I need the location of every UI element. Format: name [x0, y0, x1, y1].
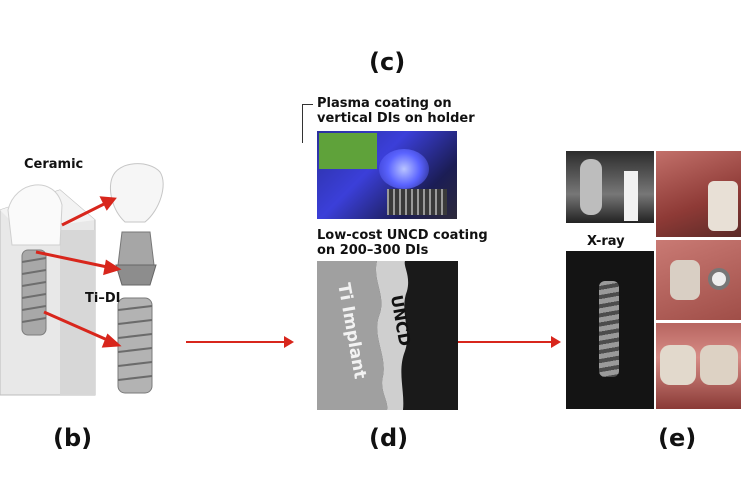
panel-b — [0, 150, 175, 410]
plasma-glow — [379, 149, 429, 189]
xray-implant — [624, 171, 638, 221]
clinical-photo-1 — [656, 151, 741, 237]
implant-photo — [566, 251, 654, 409]
arrow-b-to-d — [186, 336, 294, 348]
panel-label-c: (c) — [369, 48, 406, 76]
panel-label-d: (d) — [369, 424, 409, 452]
caption-bracket — [302, 104, 313, 143]
xray-label: X-ray — [587, 234, 625, 249]
ceramic-label: Ceramic — [24, 157, 84, 172]
sem-image: Ti Implant UNCD — [317, 261, 458, 410]
clinical-photo-2 — [656, 240, 741, 320]
plasma-photo — [317, 131, 457, 219]
panel-label-e: (e) — [658, 424, 697, 452]
arrow-d-to-e — [458, 336, 561, 348]
clinical-tooth-2 — [670, 260, 700, 300]
implant-diagram — [0, 163, 164, 396]
plasma-caption-line2: vertical DIs on holder — [317, 111, 475, 126]
xray-photo — [566, 151, 654, 223]
plasma-inset — [319, 133, 377, 169]
holder — [387, 189, 447, 215]
clinical-tooth-3 — [660, 345, 696, 385]
clinical-tooth-1 — [708, 181, 738, 231]
implant-screw — [599, 281, 619, 377]
panel-label-b: (b) — [53, 424, 93, 452]
sem-texture — [317, 261, 458, 410]
ti-di-label: Ti–DI — [85, 291, 121, 306]
implant-abutment — [708, 268, 730, 290]
clinical-tooth-4 — [700, 345, 738, 385]
xray-tooth — [580, 159, 602, 215]
plasma-caption-line1: Plasma coating on — [317, 96, 452, 111]
uncd-caption-line1: Low-cost UNCD coating — [317, 228, 488, 243]
uncd-caption-line2: on 200–300 DIs — [317, 243, 429, 258]
clinical-photo-3 — [656, 323, 741, 409]
